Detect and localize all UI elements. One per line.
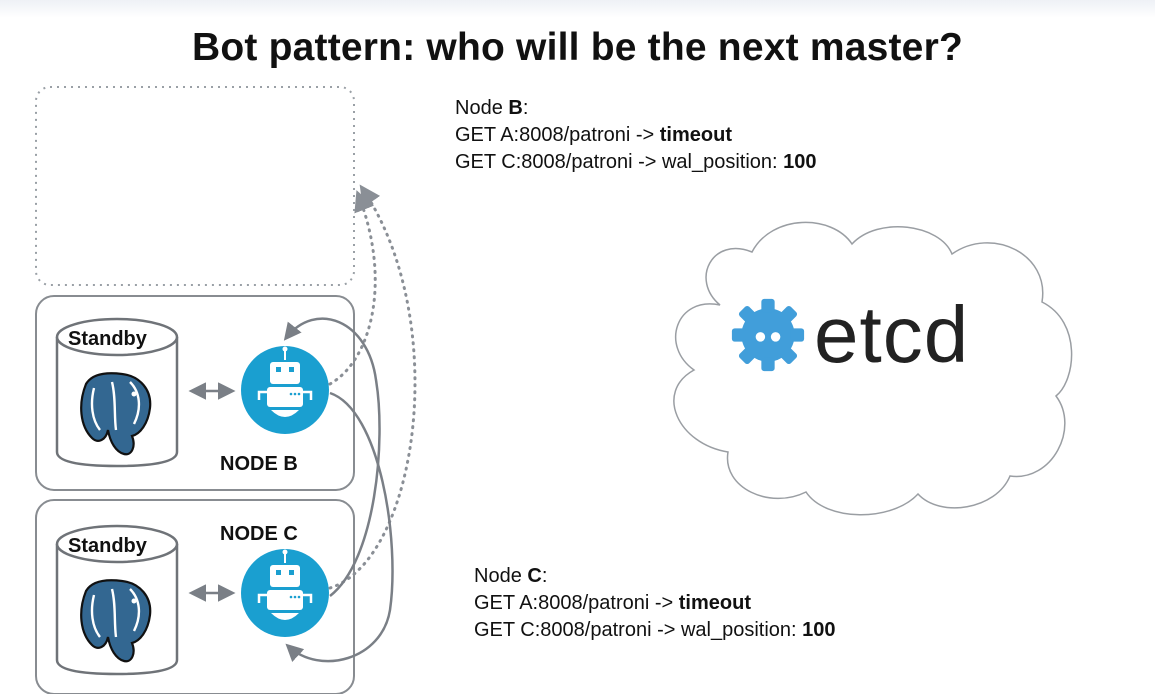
- db-label-c: Standby: [68, 535, 147, 557]
- note-node-b: Node B: GET A:8008/patroni -> timeout GE…: [455, 97, 817, 173]
- top-shade: [0, 0, 1155, 18]
- robot-icon: [241, 549, 329, 637]
- etcd-logo: etcd: [730, 282, 1014, 388]
- timeout-request-b: [328, 190, 377, 386]
- node-label-b: NODE B: [220, 453, 298, 475]
- timeout-request-c: [328, 184, 417, 590]
- node-label-c: NODE C: [220, 523, 298, 545]
- etcd-wordmark: etcd: [814, 290, 970, 379]
- note-node-c: Node C: GET A:8008/patroni -> timeout GE…: [474, 565, 836, 641]
- postgresql-elephant-icon: [80, 579, 152, 663]
- page-title: Bot pattern: who will be the next master…: [192, 26, 963, 69]
- postgresql-elephant-icon: [80, 372, 152, 456]
- request-c-to-b: [283, 317, 381, 597]
- db-label-b: Standby: [68, 328, 147, 350]
- etcd-gear-icon: [731, 298, 805, 372]
- request-b-to-c: [285, 391, 394, 663]
- robot-icon: [241, 346, 329, 434]
- former-master-placeholder: [35, 86, 355, 286]
